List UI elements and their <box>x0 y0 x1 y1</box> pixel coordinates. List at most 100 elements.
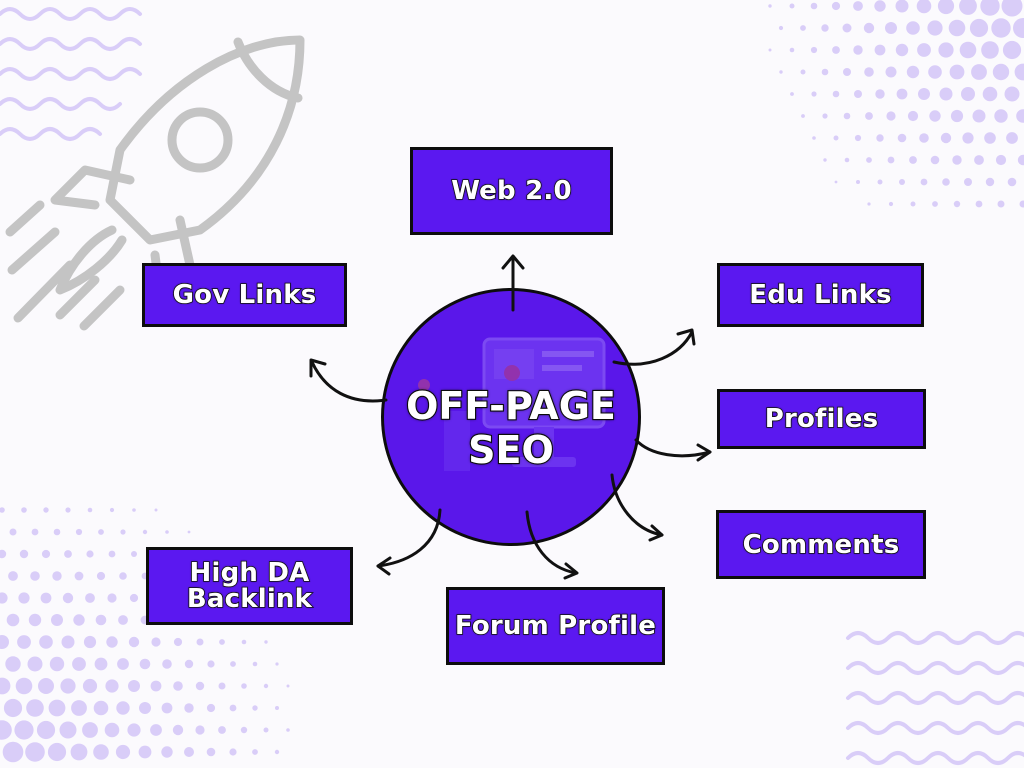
decor-dot <box>0 720 12 740</box>
arrow-to-edu <box>612 328 696 366</box>
decor-dot <box>93 700 109 716</box>
decor-dot <box>916 0 932 14</box>
decor-dot <box>863 22 875 34</box>
decor-dot <box>252 705 258 711</box>
decor-dot <box>822 113 828 119</box>
decor-dot <box>865 112 873 120</box>
decor-dot <box>39 635 53 649</box>
arrow-to-forum <box>525 510 579 580</box>
decor-dot <box>19 549 29 559</box>
decor-dot <box>48 699 66 717</box>
decor-dot <box>252 661 258 667</box>
decor-dot <box>932 201 938 207</box>
decor-dot <box>74 571 84 581</box>
decor-dot <box>106 636 118 648</box>
decor-dot <box>184 703 194 713</box>
decor-dot <box>895 0 909 13</box>
decor-dot <box>853 45 863 55</box>
decor-dot <box>0 592 8 604</box>
decor-dot <box>139 658 151 670</box>
decor-dot <box>264 640 268 644</box>
decor-dot <box>206 747 216 757</box>
halftone-dots-top-right <box>768 0 1024 208</box>
decor-dot <box>984 132 996 144</box>
decor-dot <box>119 572 127 580</box>
decor-dot <box>51 614 63 626</box>
decor-dot <box>985 177 995 187</box>
decor-dot <box>52 571 62 581</box>
decor-dot <box>172 724 184 736</box>
decor-dot <box>867 202 871 206</box>
decor-dot <box>885 22 897 34</box>
decor-dot <box>3 698 23 718</box>
decor-dot <box>173 637 183 647</box>
decor-dot <box>854 134 862 142</box>
decor-dot <box>53 528 61 536</box>
decor-dot <box>118 615 128 625</box>
decor-dot <box>151 637 161 647</box>
decor-dot <box>241 683 247 689</box>
decor-dot <box>888 201 894 207</box>
decor-dot <box>195 725 205 735</box>
decor-dot <box>834 180 838 184</box>
decor-dot <box>184 659 194 669</box>
decor-dot <box>94 657 108 671</box>
decor-dot <box>86 550 94 558</box>
decor-dot <box>128 636 140 648</box>
arrow-to-gov <box>309 358 388 403</box>
decor-dot <box>64 550 72 558</box>
decor-dot <box>59 721 77 739</box>
decor-dot <box>800 69 806 75</box>
decor-dot <box>87 507 93 513</box>
decor-dot <box>0 507 5 513</box>
decor-dot <box>843 68 851 76</box>
wavy-lines-bottom-right <box>846 631 1024 765</box>
decor-dot <box>919 133 929 143</box>
decor-dot <box>36 720 56 740</box>
decor-dot <box>1019 200 1024 208</box>
decor-dot <box>831 1 841 11</box>
decor-dot <box>9 528 17 536</box>
decor-dot <box>0 677 11 695</box>
decor-dot <box>810 2 818 10</box>
decor-dot <box>980 0 1000 16</box>
decor-dot <box>885 66 897 78</box>
decor-dot <box>49 656 65 672</box>
decor-dot <box>40 592 52 604</box>
decor-dot <box>982 86 998 102</box>
decor-dot <box>930 155 940 165</box>
center-title: OFF-PAGE SEO <box>405 383 617 473</box>
decor-dot <box>800 25 806 31</box>
decor-dot <box>810 46 818 54</box>
decor-dot <box>920 178 928 186</box>
decor-dot <box>887 156 895 164</box>
decor-dot <box>833 135 839 141</box>
decor-dot <box>275 662 279 666</box>
decor-dot <box>82 722 98 738</box>
decor-dot <box>899 179 905 185</box>
decor-dot <box>918 88 930 100</box>
decor-dot <box>95 614 107 626</box>
decor-dot <box>1006 132 1018 144</box>
decor-dot <box>229 704 237 712</box>
decor-dot <box>38 678 54 694</box>
decor-dot <box>127 723 141 737</box>
decor-dot <box>43 507 49 513</box>
decor-dot <box>128 680 140 692</box>
decor-dot <box>72 657 86 671</box>
wavy-lines-top-left <box>0 7 142 141</box>
decor-dot <box>992 63 1010 81</box>
decor-dot <box>821 24 829 32</box>
decor-dot <box>71 700 87 716</box>
decor-dot <box>70 743 88 761</box>
decor-dot <box>104 722 120 738</box>
decor-dot <box>132 508 136 512</box>
decor-dot <box>286 728 290 732</box>
decor-dot <box>162 659 172 669</box>
decor-dot <box>897 133 907 143</box>
decor-dot <box>18 592 30 604</box>
decor-dot <box>8 571 18 581</box>
decor-dot <box>917 43 931 57</box>
decor-dot <box>981 41 999 59</box>
